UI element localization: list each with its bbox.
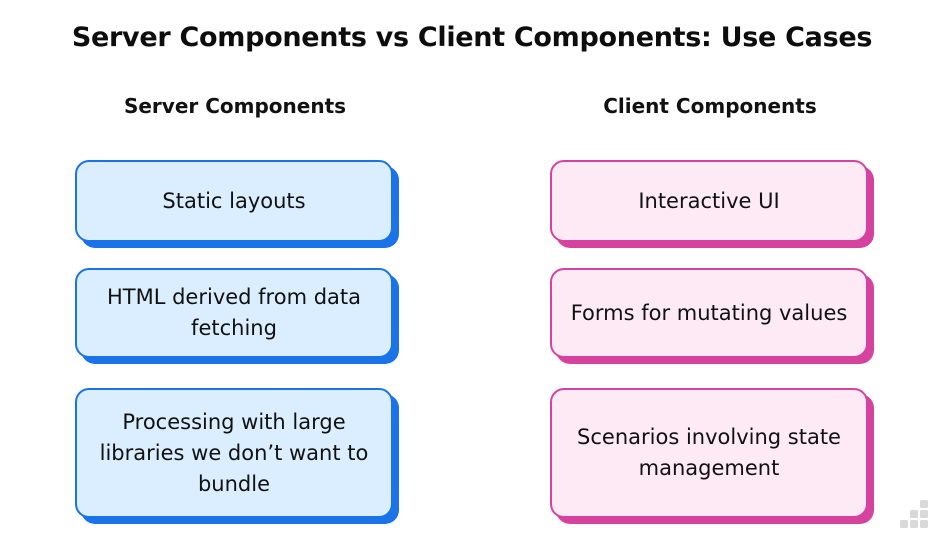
staircase-dots-icon (900, 500, 928, 528)
client-column-heading: Client Components (603, 94, 817, 118)
diagram-title: Server Components vs Client Components: … (71, 22, 873, 53)
client-card-2: Forms for mutating values (550, 268, 874, 364)
server-card-3: Processing with large libraries we don’t… (75, 388, 399, 524)
server-card-2: HTML derived from data fetching (75, 268, 399, 364)
client-card-text: Scenarios involving state management (550, 388, 868, 518)
client-card-text: Interactive UI (550, 160, 868, 242)
server-card-text: Static layouts (75, 160, 393, 242)
server-column-heading: Server Components (123, 94, 347, 118)
server-card-text: Processing with large libraries we don’t… (75, 388, 393, 518)
client-card-1: Interactive UI (550, 160, 874, 248)
client-card-3: Scenarios involving state management (550, 388, 874, 524)
server-card-text: HTML derived from data fetching (75, 268, 393, 358)
server-card-1: Static layouts (75, 160, 399, 248)
client-card-text: Forms for mutating values (550, 268, 868, 358)
